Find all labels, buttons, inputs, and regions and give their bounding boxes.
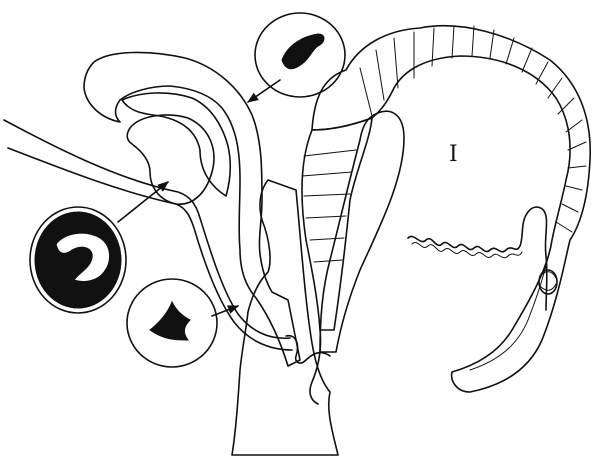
segmented-arch-outer [312,26,590,392]
cross-section-top [255,13,345,97]
organ-trunk [232,180,338,455]
left-coiled-limb [84,52,300,366]
figure-label: I [449,142,458,167]
coiled-tubule [408,207,547,310]
elongated-sac [320,111,404,352]
arch-tail [470,240,552,370]
leader-left-large [118,182,168,222]
cross-section-left-large [30,207,126,313]
segmented-column [302,118,372,330]
column-segment-lines [302,150,356,262]
central-loop [286,336,330,363]
cross-section-left-small [127,279,217,367]
